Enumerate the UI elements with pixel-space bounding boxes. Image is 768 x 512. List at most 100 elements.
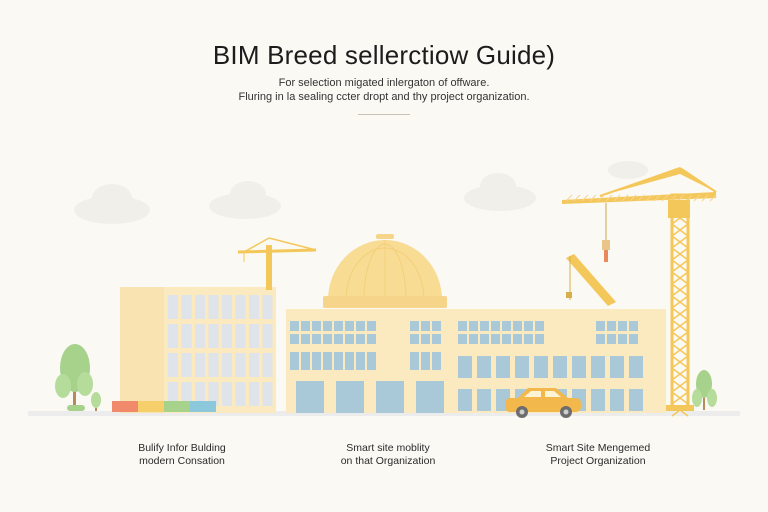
page-title: BIM Breed sellerctiow Guide): [212, 40, 556, 70]
caption-line-1: Smart site moblity: [346, 442, 430, 454]
window: [607, 321, 616, 331]
window: [535, 334, 544, 344]
window: [262, 295, 273, 319]
lattice-strut: [573, 194, 581, 202]
window: [572, 356, 586, 378]
window: [195, 382, 205, 406]
caption-bim-modeling: Bulify Infor Bulding modern Consation: [82, 442, 282, 468]
window: [410, 321, 419, 331]
lattice-strut: [671, 283, 689, 297]
window: [421, 352, 430, 370]
title-divider: [358, 114, 410, 115]
window: [301, 352, 310, 370]
window: [181, 353, 192, 377]
lattice-strut: [661, 194, 669, 202]
caption-line-1: Smart Site Mengemed: [545, 442, 651, 454]
caption-smart-site: Smart site moblity on that Organization: [288, 442, 488, 468]
caption-project-management: Smart Site Mengemed Project Organization: [498, 442, 698, 468]
window: [610, 389, 624, 411]
window: [249, 382, 259, 406]
window: [208, 382, 219, 406]
lattice-strut: [621, 194, 629, 202]
lattice-strut: [671, 367, 689, 381]
lattice-strut: [629, 194, 637, 202]
window: [502, 334, 511, 344]
cloud-icon: [74, 184, 150, 224]
window: [222, 295, 232, 319]
window: [629, 334, 638, 344]
window: [618, 334, 627, 344]
lattice-strut: [589, 194, 597, 202]
lattice-strut: [645, 194, 653, 202]
left-building: [120, 287, 276, 413]
window: [334, 334, 343, 344]
window: [249, 295, 259, 319]
window: [432, 321, 441, 331]
window: [290, 352, 299, 370]
lattice-strut: [671, 343, 689, 357]
dome: [323, 234, 447, 308]
caption-line-1: Bulify Infor Bulding: [138, 442, 226, 454]
window: [367, 321, 376, 331]
window: [596, 321, 605, 331]
window: [553, 356, 567, 378]
caption-line-2: Project Organization: [550, 455, 646, 467]
window: [534, 356, 548, 378]
window: [262, 382, 273, 406]
window: [235, 295, 246, 319]
crane-tower-right: [562, 167, 717, 417]
window: [312, 334, 321, 344]
lattice-strut: [671, 355, 689, 369]
shrub-icon: [91, 392, 101, 411]
caption-line-2: on that Organization: [340, 455, 436, 467]
window: [222, 324, 232, 348]
window: [524, 334, 533, 344]
lattice-strut: [671, 295, 689, 309]
window: [168, 324, 178, 348]
window: [491, 321, 500, 331]
window: [168, 295, 178, 319]
cloud-icon: [608, 161, 648, 179]
window: [312, 352, 321, 370]
window: [629, 321, 638, 331]
window: [208, 295, 219, 319]
window: [181, 324, 192, 348]
window: [290, 334, 299, 344]
window: [410, 334, 419, 344]
window: [235, 324, 246, 348]
color-swatches: [112, 401, 216, 412]
window: [458, 356, 472, 378]
lattice-strut: [671, 391, 689, 405]
window: [629, 389, 643, 411]
lattice-strut: [709, 194, 717, 202]
window: [596, 334, 605, 344]
lattice-strut: [701, 194, 709, 202]
window: [480, 334, 489, 344]
window: [496, 356, 510, 378]
window: [432, 334, 441, 344]
window: [477, 356, 491, 378]
window: [168, 382, 178, 406]
window: [535, 321, 544, 331]
window: [301, 334, 310, 344]
lattice-strut: [597, 194, 605, 202]
window: [249, 353, 259, 377]
lattice-strut: [671, 271, 689, 285]
lattice-strut: [671, 319, 689, 333]
window: [356, 334, 365, 344]
window: [356, 352, 365, 370]
window: [235, 353, 246, 377]
lattice-strut: [671, 259, 689, 273]
window: [334, 352, 343, 370]
caption-line-2: modern Consation: [139, 455, 225, 467]
window: [515, 356, 529, 378]
window: [262, 353, 273, 377]
window: [469, 321, 478, 331]
window: [480, 321, 489, 331]
window: [410, 352, 419, 370]
window: [421, 334, 430, 344]
window: [432, 352, 441, 370]
lattice-strut: [605, 194, 613, 202]
